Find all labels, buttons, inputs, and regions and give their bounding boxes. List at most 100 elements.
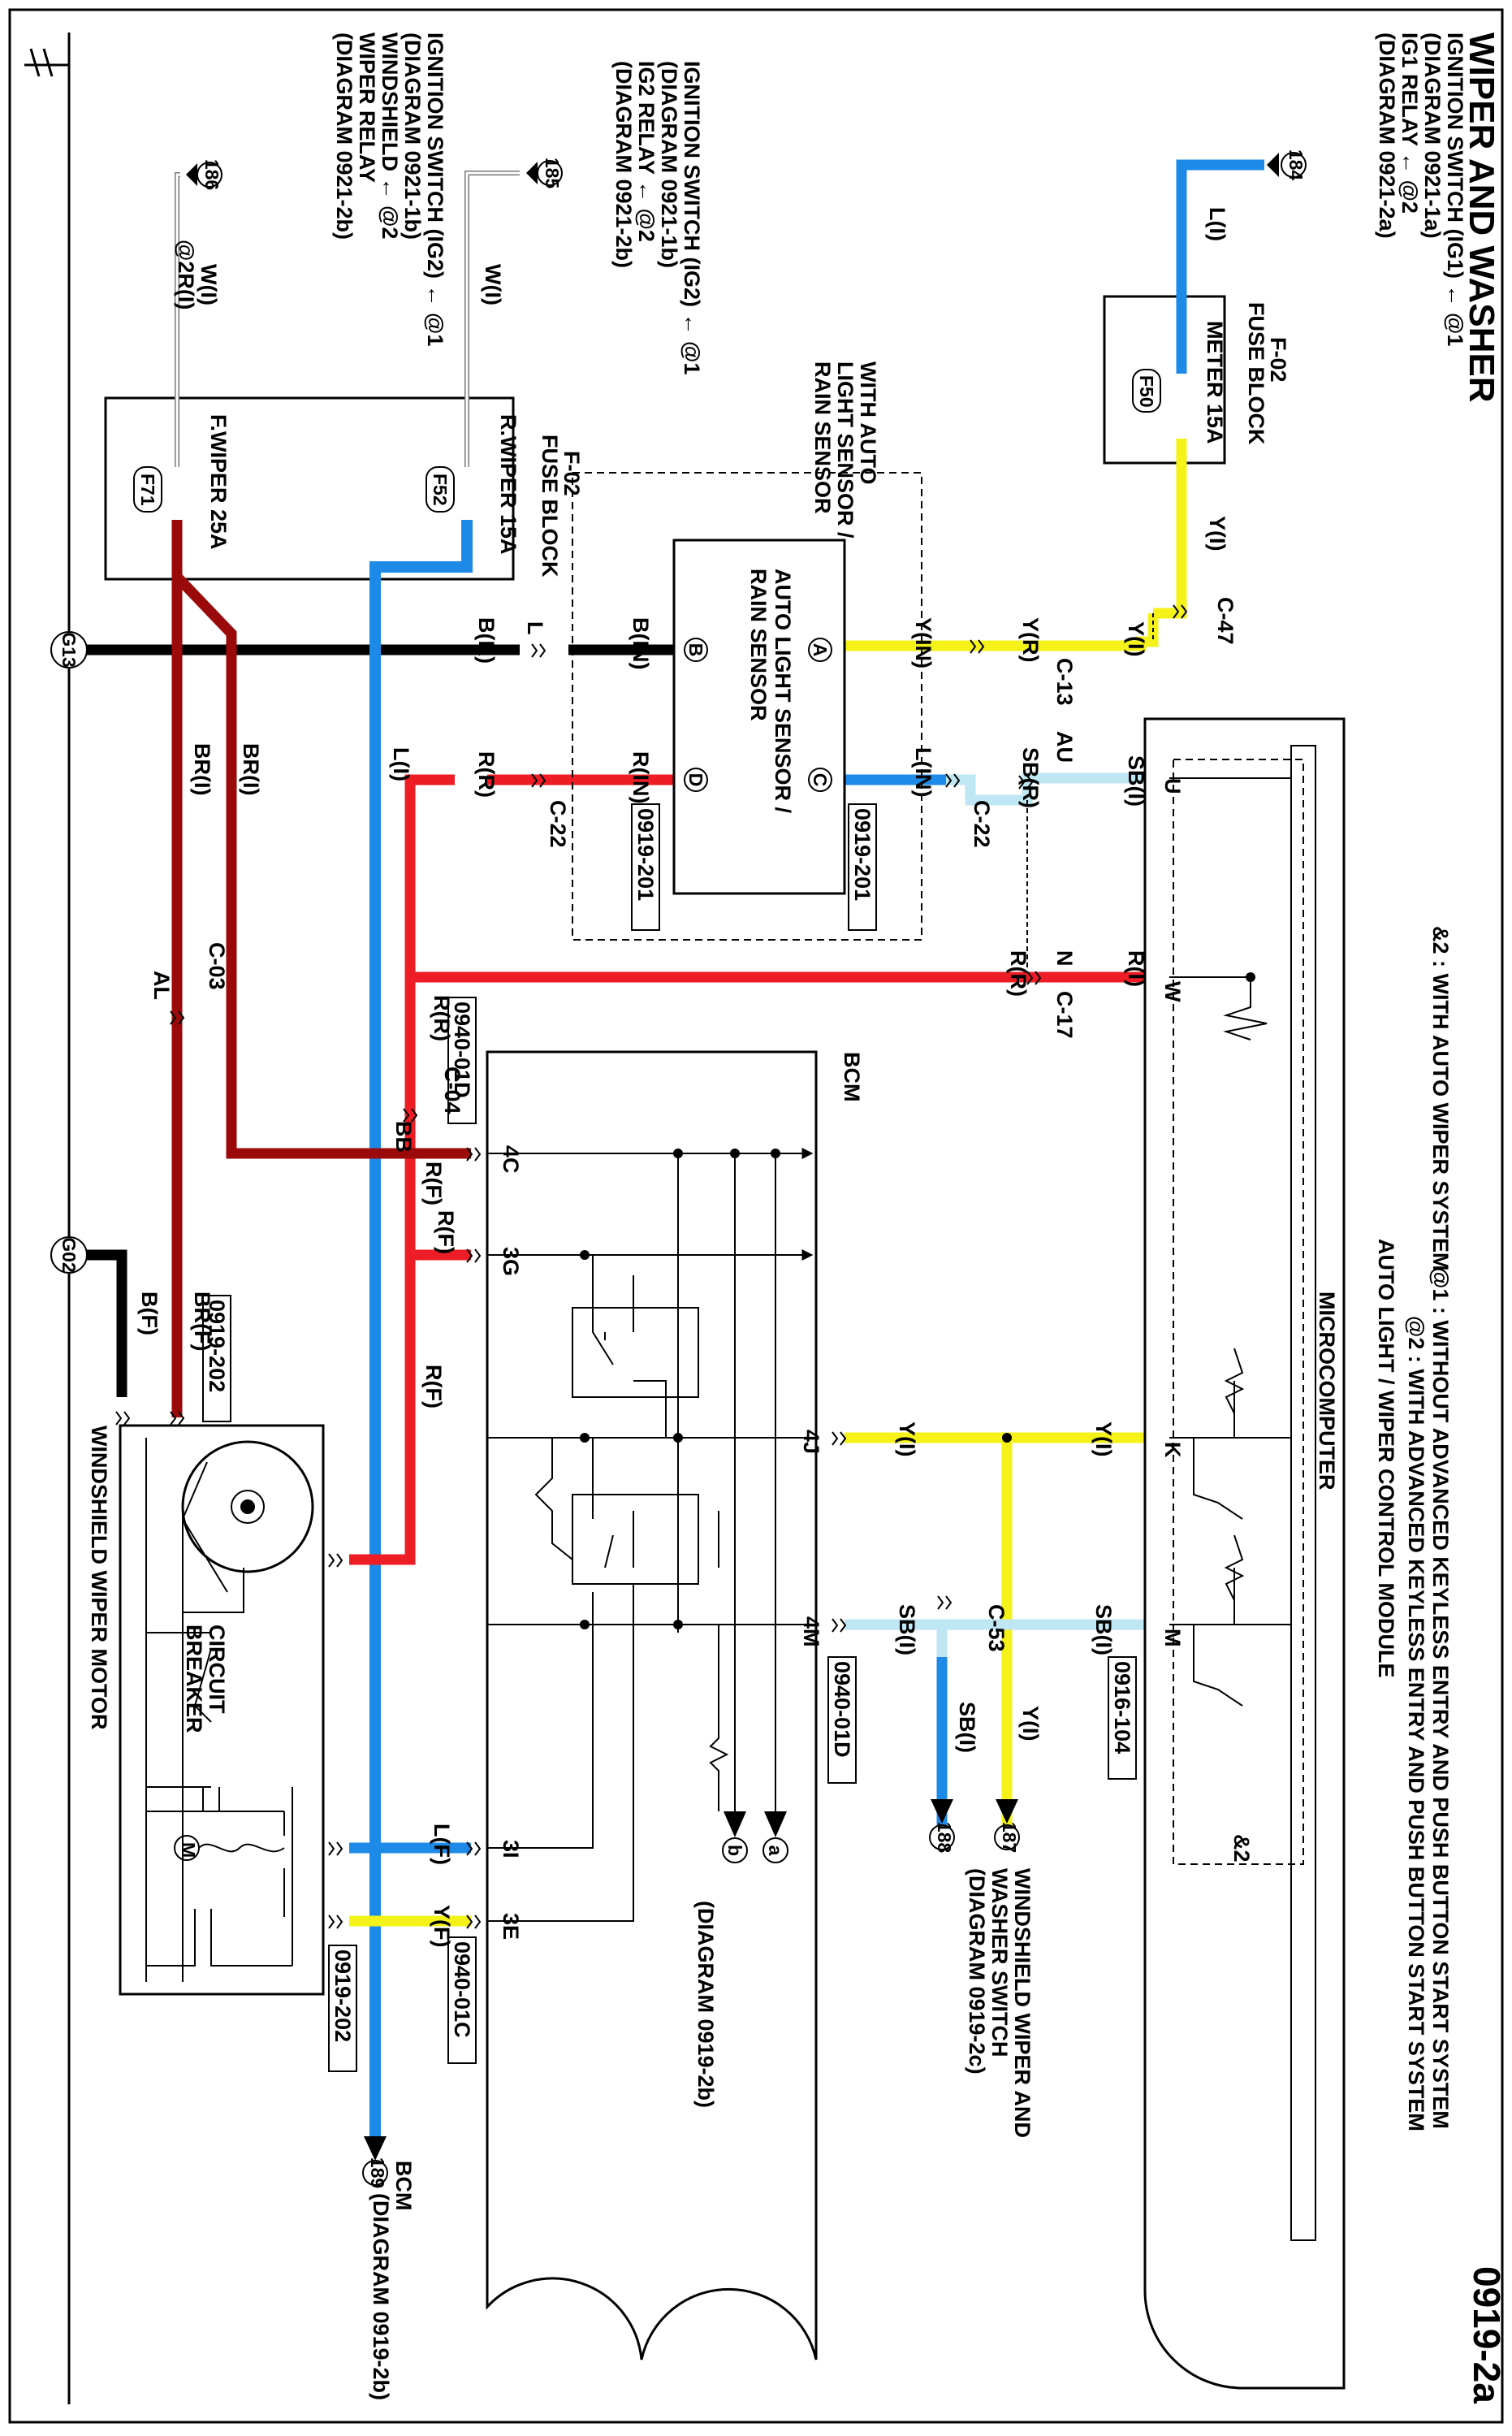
microcomputer-box [1173, 759, 1304, 1865]
svg-text:FUSE BLOCK: FUSE BLOCK [538, 435, 562, 578]
page-number: 0919-2a [1466, 2266, 1508, 2404]
svg-text:186: 186 [201, 159, 222, 190]
note-3: &2 : WITH AUTO WIPER SYSTEM [1428, 926, 1453, 1271]
chassis-ground-icon [24, 48, 69, 77]
svg-text:Y(I): Y(I) [1205, 516, 1229, 552]
svg-text:0919-201: 0919-201 [633, 808, 658, 901]
svg-text:F52: F52 [430, 474, 451, 506]
svg-text:R(R): R(R) [430, 995, 454, 1041]
arrow-icon [996, 1799, 1018, 1824]
svg-text:R(R): R(R) [474, 751, 499, 798]
bcm-circuitry [487, 1148, 814, 1922]
module-circuitry [1169, 777, 1291, 1707]
bcm-title: BCM [840, 1052, 864, 1102]
ref-box [631, 803, 660, 931]
svg-text:(DIAGRAM 0919-2b): (DIAGRAM 0919-2b) [693, 1901, 718, 2108]
svg-text:0940-01D: 0940-01D [450, 1002, 474, 1098]
svg-text:C-22: C-22 [970, 800, 994, 848]
svg-text:D: D [685, 773, 706, 787]
ref-box [202, 1295, 231, 1422]
arrow-icon [186, 163, 197, 186]
svg-text:W(I): W(I) [197, 264, 221, 305]
svg-text:L(F): L(F) [430, 1824, 454, 1865]
wire-l-blue [369, 520, 473, 2112]
svg-text:SB(I): SB(I) [895, 1604, 919, 1655]
destination-a: a [762, 1837, 788, 1863]
svg-text:B(IN): B(IN) [629, 617, 653, 669]
arrow-icon [724, 1811, 746, 1837]
sensor-pin-C: C [808, 768, 832, 792]
svg-text:G02: G02 [58, 1237, 80, 1272]
ref-box [447, 997, 477, 1124]
svg-text:CIRCUIT: CIRCUIT [205, 1625, 229, 1714]
svg-text:R(F): R(F) [434, 1210, 458, 1254]
svg-text:BCM: BCM [391, 2161, 416, 2211]
svg-text:SB(I): SB(I) [1124, 755, 1148, 807]
svg-text:0940-01C: 0940-01C [450, 1941, 474, 2038]
page-title: WIPER AND WASHER [1462, 32, 1501, 403]
svg-text:B(F): B(F) [137, 1292, 162, 1335]
svg-text:3G: 3G [499, 1247, 523, 1276]
wire-y-top [1153, 439, 1187, 619]
svg-text:L(I): L(I) [1205, 207, 1229, 241]
wire-bF [77, 1249, 127, 1397]
note-1: @1 : WITHOUT ADVANCED KEYLESS ENTRY AND … [1428, 1267, 1453, 2129]
page-border [8, 8, 1504, 2424]
source-185: 185 IGNITION SWITCH (IG2) ← @1 (DIAGRAM … [526, 61, 704, 374]
svg-text:AUTO LIGHT SENSOR /: AUTO LIGHT SENSOR / [771, 569, 795, 814]
svg-text:A: A [810, 643, 831, 657]
fuse-id-badge [426, 466, 455, 513]
svg-text:C-47: C-47 [1213, 597, 1238, 645]
svg-text:IGNITION SWITCH (IG2) ← @1: IGNITION SWITCH (IG2) ← @1 [423, 32, 447, 346]
arrow-icon [931, 1799, 953, 1824]
ref-box [328, 1945, 357, 2072]
source-184: 184 IGNITION SWITCH (IG1) ← @1 (DIAGRAM … [1267, 32, 1467, 346]
svg-text:(DIAGRAM 0921-2a): (DIAGRAM 0921-2a) [1375, 32, 1399, 239]
svg-text:WIPER RELAY: WIPER RELAY [355, 32, 379, 183]
svg-text:R(IN): R(IN) [629, 751, 653, 803]
svg-text:(DIAGRAM 0921-2b): (DIAGRAM 0921-2b) [332, 32, 356, 240]
arrow-icon [1267, 153, 1279, 177]
svg-text:Y(I): Y(I) [1091, 1421, 1116, 1457]
svg-text:&2: &2 [1229, 1834, 1254, 1863]
svg-text:BR(I): BR(I) [239, 743, 263, 795]
svg-text:SB(I): SB(I) [1091, 1604, 1116, 1655]
svg-text:L(I): L(I) [389, 747, 413, 781]
svg-text:185: 185 [542, 158, 563, 189]
sensor-pin-D: D [684, 768, 708, 792]
svg-text:4M: 4M [799, 1616, 823, 1647]
svg-text:IG1 RELAY ← @2: IG1 RELAY ← @2 [1398, 32, 1422, 214]
destination-b: b [722, 1837, 748, 1863]
svg-text:RAIN SENSOR: RAIN SENSOR [746, 569, 771, 721]
wire-l-top [1176, 159, 1264, 374]
svg-text:R(F): R(F) [421, 1162, 446, 1205]
module-rail [1290, 745, 1316, 2241]
svg-text:BREAKER: BREAKER [182, 1625, 206, 1733]
svg-text:Y(F): Y(F) [430, 1905, 454, 1947]
svg-text:(DIAGRAM 0921-1b): (DIAGRAM 0921-1b) [400, 32, 425, 240]
svg-text:4C: 4C [499, 1145, 523, 1174]
svg-text:@2R(I): @2R(I) [174, 240, 198, 309]
svg-text:0919-201: 0919-201 [850, 808, 875, 901]
svg-text:189: 189 [367, 2157, 388, 2188]
bcm-body [486, 1050, 818, 2360]
motor-m-label: M [178, 1842, 199, 1858]
fuse-id-badge [1132, 369, 1161, 413]
svg-text:L(IN): L(IN) [911, 747, 935, 797]
svg-text:C-04: C-04 [440, 1067, 464, 1114]
source-186: 186 IGNITION SWITCH (IG2) ← @1 (DIAGRAM … [186, 32, 447, 346]
ref-box [447, 1936, 477, 2064]
fuse-meter-label: METER 15A [1203, 321, 1227, 444]
svg-text:a: a [765, 1845, 786, 1856]
svg-text:187: 187 [999, 1822, 1020, 1853]
svg-text:0916-104: 0916-104 [1110, 1661, 1134, 1754]
wire-labels: L(I) Y(I) Y(I) Y(R) Y(IN) SB(I) SB(R) L(… [137, 207, 1229, 1947]
svg-text:W: W [1160, 981, 1185, 1002]
destination-188: 188 [929, 1822, 955, 1853]
control-module [1143, 717, 1346, 2390]
svg-text:U: U [1160, 778, 1185, 794]
ref-box [827, 1656, 857, 1784]
fuse-id-badge [133, 466, 162, 513]
svg-text:Y(IN): Y(IN) [911, 617, 935, 668]
